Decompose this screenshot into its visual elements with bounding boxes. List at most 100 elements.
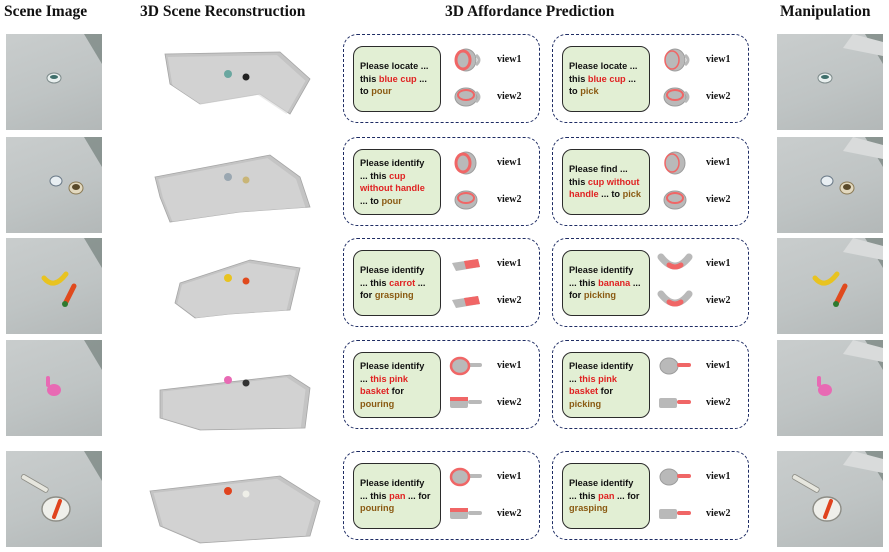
manipulation-photo (777, 34, 883, 130)
view-label: view2 (497, 397, 522, 408)
manipulation-photo (777, 137, 883, 233)
prompt-action: grasping (374, 290, 414, 301)
prompt-text: ... for (360, 277, 426, 301)
view-label: view2 (706, 194, 731, 205)
prompt-text: Please identify ... this (360, 478, 425, 501)
prompt-object: this pink basket (569, 373, 617, 397)
scene-photo (6, 340, 102, 436)
prompt-text: for (598, 386, 613, 396)
view-label: view2 (706, 397, 731, 408)
instruction-prompt: Please find ... this cup without handle … (562, 149, 650, 215)
scene-photo (6, 451, 102, 547)
affordance-view-2 (657, 82, 693, 112)
prompt-text: Please find ... this (569, 164, 628, 187)
view-label: view1 (706, 471, 731, 482)
figure-row: Please identify ... this carrot ... for … (0, 238, 889, 334)
view-label: view2 (497, 91, 522, 102)
prompt-object: cup without handle (360, 170, 425, 194)
prompt-text: ... to (360, 195, 382, 206)
affordance-card: Please identify ... this pink basket for… (552, 340, 749, 429)
instruction-prompt: Please identify ... this pink basket for… (353, 352, 441, 418)
view-label: view2 (706, 508, 731, 519)
prompt-object: blue cup (587, 73, 626, 84)
prompt-object: cup without handle (569, 176, 640, 200)
prompt-action: pick (580, 86, 599, 97)
prompt-text: Please identify ... this (360, 158, 425, 181)
view-label: view1 (497, 157, 522, 168)
prompt-text: ... for (405, 490, 431, 501)
view-label: view2 (497, 194, 522, 205)
scene-reconstruction (140, 34, 340, 130)
affordance-view-1 (657, 148, 693, 178)
manipulation-photo (777, 238, 883, 334)
prompt-text: Please identify ... this (569, 478, 634, 501)
prompt-text: Please locate ... this (569, 61, 638, 84)
affordance-view-1 (657, 249, 693, 279)
affordance-card: Please identify ... this pan ... for pou… (343, 451, 540, 540)
prompt-object: pan (598, 490, 615, 501)
scene-reconstruction (140, 238, 340, 334)
prompt-action: pouring (360, 398, 395, 409)
figure-row: Please identify ... this cup without han… (0, 137, 889, 233)
scene-reconstruction (140, 137, 340, 233)
view-label: view1 (497, 360, 522, 371)
affordance-card: Please locate ... this blue cup ... to p… (343, 34, 540, 123)
prompt-text: for (389, 386, 404, 396)
affordance-view-1 (448, 249, 484, 279)
figure-row: Please identify ... this pink basket for… (0, 340, 889, 436)
instruction-prompt: Please identify ... this banana ... for … (562, 250, 650, 316)
prompt-text: ... to (569, 73, 636, 97)
affordance-view-2 (448, 388, 484, 418)
instruction-prompt: Please identify ... this pan ... for gra… (562, 463, 650, 529)
scene-photo (6, 238, 102, 334)
prompt-text: Please identify ... (360, 361, 425, 384)
prompt-action: picking (583, 290, 616, 301)
affordance-view-1 (448, 351, 484, 381)
instruction-prompt: Please identify ... this pan ... for pou… (353, 463, 441, 529)
affordance-card: Please identify ... this pan ... for gra… (552, 451, 749, 540)
view-label: view1 (706, 258, 731, 269)
manipulation-photo (777, 340, 883, 436)
prompt-text: Please identify ... (569, 361, 634, 384)
scene-photo (6, 34, 102, 130)
scene-reconstruction (140, 340, 340, 436)
affordance-view-1 (657, 462, 693, 492)
affordance-card: Please identify ... this pink basket for… (343, 340, 540, 429)
affordance-view-2 (448, 286, 484, 316)
affordance-view-2 (657, 499, 693, 529)
prompt-action: pour (381, 195, 402, 206)
scene-image-header: Scene Image (4, 3, 88, 20)
affordance-view-2 (657, 286, 693, 316)
view-label: view1 (497, 471, 522, 482)
instruction-prompt: Please identify ... this pink basket for… (562, 352, 650, 418)
affordance-card: Please locate ... this blue cup ... to p… (552, 34, 749, 123)
prompt-text: ... to (360, 73, 427, 97)
view-label: view1 (497, 258, 522, 269)
manipulation-photo (777, 451, 883, 547)
prompt-object: carrot (389, 277, 416, 288)
prompt-text: Please locate ... this (360, 61, 429, 84)
prompt-object: this pink basket (360, 373, 408, 397)
prompt-text: ... for (569, 277, 641, 301)
figure-row: Please identify ... this pan ... for pou… (0, 451, 889, 547)
scene-reconstruction (140, 451, 340, 547)
instruction-prompt: Please identify ... this carrot ... for … (353, 250, 441, 316)
prompt-text: ... for (614, 490, 640, 501)
affordance-card: Please identify ... this banana ... for … (552, 238, 749, 327)
view-label: view1 (706, 54, 731, 65)
affordance-view-1 (657, 45, 693, 75)
prompt-text: Please identify ... this (569, 265, 634, 288)
prompt-object: blue cup (378, 73, 417, 84)
view-label: view2 (706, 295, 731, 306)
view-label: view2 (497, 508, 522, 519)
scene-photo (6, 137, 102, 233)
prompt-text: ... to (598, 189, 623, 200)
prompt-object: pan (389, 490, 406, 501)
view-label: view2 (497, 295, 522, 306)
prompt-action: pick (622, 189, 641, 200)
prompt-action: grasping (569, 503, 608, 514)
affordance-view-1 (448, 462, 484, 492)
affordance-view-1 (448, 45, 484, 75)
prompt-action: picking (569, 398, 602, 409)
affordance-view-2 (448, 185, 484, 215)
